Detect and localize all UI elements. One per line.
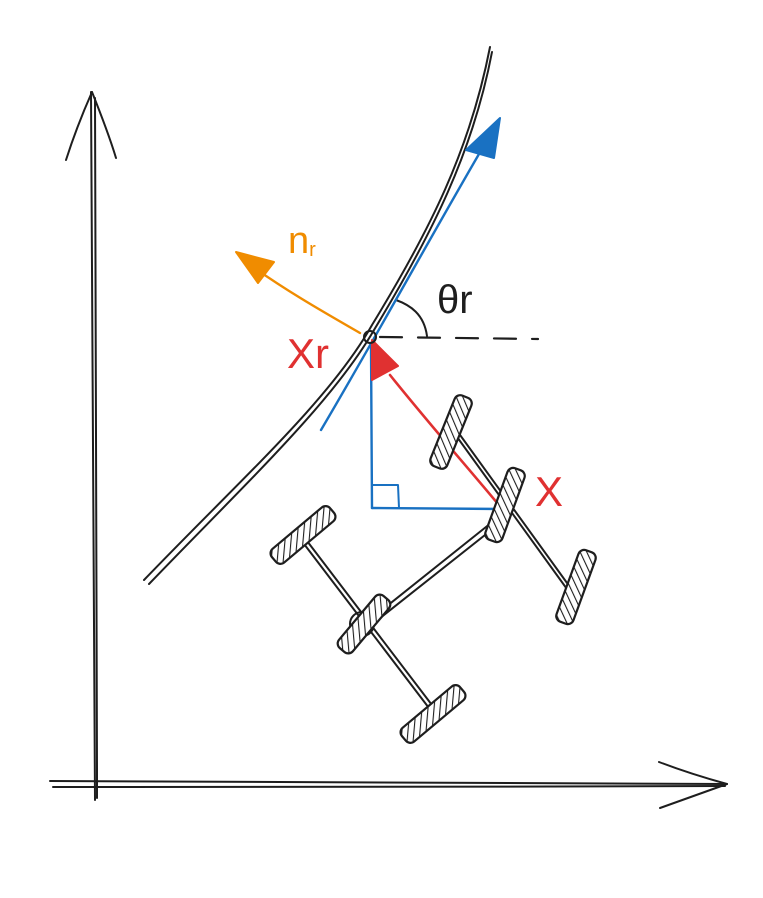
normal-arrow (235, 251, 362, 335)
wheel-front-center (484, 466, 526, 544)
wheel-front-left (429, 394, 473, 470)
error-arrowhead-icon (371, 339, 399, 381)
y-axis (90, 91, 98, 801)
y-axis-arrowhead-icon (65, 91, 117, 161)
wheel-rear-center (336, 593, 392, 655)
tangent-arrowhead-icon (465, 117, 501, 159)
wheel-front-right (555, 548, 597, 626)
tangent-arrow (319, 117, 501, 432)
reference-path-curve (143, 46, 493, 585)
reference-point-marker (363, 330, 377, 344)
wheel-rear-right (399, 684, 467, 744)
normal-label-main: n (288, 220, 309, 262)
vehicle-point-label: X (535, 468, 563, 515)
normal-label-subscript: r (309, 239, 316, 261)
angle-arc (395, 299, 428, 337)
wheel-rear-left (269, 505, 337, 565)
normal-arrowhead-icon (235, 251, 275, 284)
horizontal-reference-dashed-line (378, 335, 540, 341)
vehicle-sketch (300, 427, 576, 713)
right-angle-marker (371, 484, 400, 509)
normal-label: nr (288, 220, 316, 262)
x-axis (49, 780, 728, 788)
x-axis-arrowhead-icon (658, 761, 728, 809)
angle-label: θr (437, 278, 473, 322)
reference-point-label: Xr (287, 330, 329, 377)
